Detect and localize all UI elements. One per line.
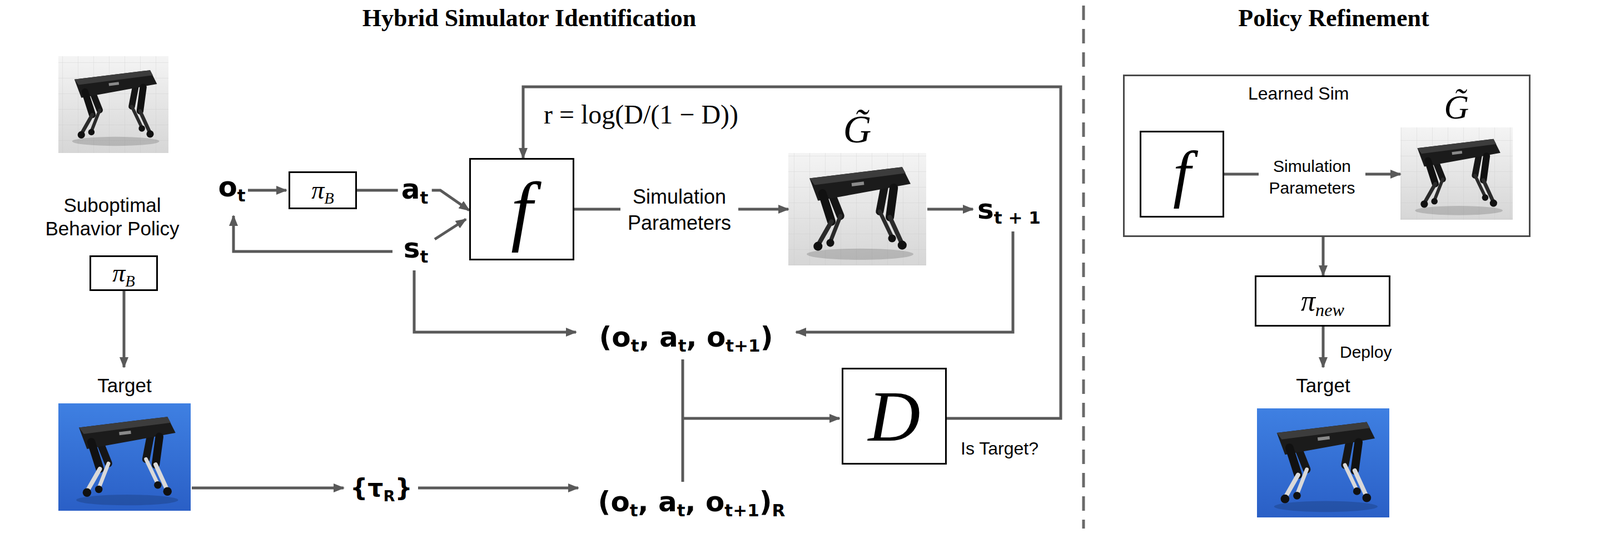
connector xyxy=(1322,326,1325,367)
process-box: D xyxy=(841,367,947,465)
edge-label: r = log(D/(1 − D)) xyxy=(540,96,742,133)
edge-label: at xyxy=(398,170,432,209)
subscript: t xyxy=(678,335,687,356)
signal-name: st + 1 xyxy=(977,194,1041,225)
signal-name: ot xyxy=(217,171,246,203)
wire xyxy=(418,486,579,490)
node-text: G̃ xyxy=(843,108,872,151)
node-text: Suboptimal Behavior Policy xyxy=(28,193,196,240)
subscript: R xyxy=(383,487,395,505)
connector xyxy=(523,86,1061,419)
edge-label: Simulation Parameters xyxy=(1258,153,1366,200)
connector xyxy=(122,290,126,367)
trajectory-set: {τR} xyxy=(350,474,413,501)
wire xyxy=(233,215,393,252)
process-box: πnew xyxy=(1254,275,1391,327)
node-text: πB xyxy=(311,176,334,204)
node-text: D xyxy=(868,378,921,455)
node-text: Target xyxy=(1295,373,1350,397)
wire xyxy=(247,189,287,192)
transition-tuple: (ot, at, ot+1)R xyxy=(598,486,786,518)
image-node: Target xyxy=(58,366,191,511)
process-box: f xyxy=(469,157,575,261)
subscript: t + 1 xyxy=(994,207,1041,228)
image-node: Target xyxy=(1256,366,1390,518)
subscript: B xyxy=(324,189,334,207)
wire xyxy=(681,359,685,482)
node-text: Target xyxy=(97,373,152,397)
image-node: G̃ xyxy=(788,108,927,266)
subscript: t xyxy=(419,187,429,208)
subscript: R xyxy=(772,499,786,520)
target-robot-image xyxy=(1256,408,1390,518)
subscript: t+1 xyxy=(725,335,760,356)
image-node: G̃ xyxy=(1400,88,1513,220)
subscript: t xyxy=(630,335,640,356)
edge-label: Simulation Parameters xyxy=(620,182,739,238)
wire xyxy=(796,231,1013,332)
signal-name: st xyxy=(403,232,429,264)
subscript: new xyxy=(1315,299,1345,320)
process-box: f xyxy=(1139,130,1225,218)
note: Is Target? xyxy=(960,438,1039,459)
wire xyxy=(414,270,576,332)
wire xyxy=(682,416,840,420)
node-text: f xyxy=(1173,140,1191,208)
subscript: t xyxy=(419,246,429,267)
node-text: Learned Sim xyxy=(1248,82,1349,104)
subscript: t xyxy=(677,499,686,520)
edge-label: Deploy xyxy=(1336,339,1395,364)
subscript: t xyxy=(629,499,639,520)
image-node: Suboptimal Behavior Policy xyxy=(28,56,196,240)
wire xyxy=(191,486,344,490)
wire xyxy=(434,219,466,240)
transition-tuple: (ot, at, ot+1) xyxy=(598,321,773,353)
sim-robot-image xyxy=(1400,127,1513,220)
target-robot-image xyxy=(58,403,191,511)
connector xyxy=(1322,236,1325,276)
node-text: G̃ xyxy=(1444,88,1470,126)
section-title: Policy Refinement xyxy=(1238,5,1429,32)
subscript: t xyxy=(237,185,246,206)
divider-line xyxy=(1082,5,1086,529)
process-box: πB xyxy=(89,255,158,291)
sim-robot-image xyxy=(788,152,927,266)
wire xyxy=(927,207,973,211)
node-text: πB xyxy=(112,259,135,287)
subscript: B xyxy=(125,272,135,290)
process-box: πB xyxy=(288,171,357,210)
node-text: πnew xyxy=(1300,285,1345,317)
section-title: Hybrid Simulator Identification xyxy=(362,5,697,32)
sim-robot-image xyxy=(58,56,169,153)
node-text: f xyxy=(510,168,533,251)
subscript: t+1 xyxy=(724,499,759,520)
